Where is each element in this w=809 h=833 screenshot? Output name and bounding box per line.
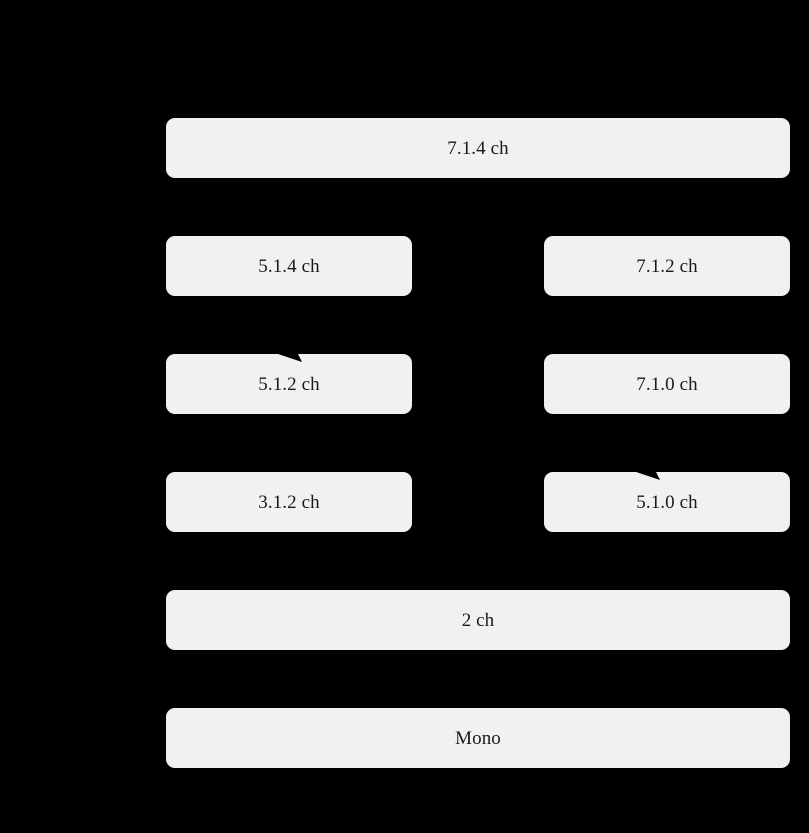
node-5-1-2-ch[interactable]: 5.1.2 ch <box>166 354 412 414</box>
node-label: 2 ch <box>461 609 495 631</box>
node-label: 5.1.4 ch <box>258 255 320 277</box>
node-label: 5.1.2 ch <box>258 373 320 395</box>
node-7-1-0-ch[interactable]: 7.1.0 ch <box>544 354 790 414</box>
node-label: 7.1.0 ch <box>636 373 698 395</box>
node-5-1-4-ch[interactable]: 5.1.4 ch <box>166 236 412 296</box>
node-mono[interactable]: Mono <box>166 708 790 768</box>
node-label: 7.1.4 ch <box>447 137 509 159</box>
node-label: 7.1.2 ch <box>636 255 698 277</box>
node-7-1-2-ch[interactable]: 7.1.2 ch <box>544 236 790 296</box>
node-7-1-4-ch[interactable]: 7.1.4 ch <box>166 118 790 178</box>
node-label: 3.1.2 ch <box>258 491 320 513</box>
node-label: Mono <box>455 727 501 749</box>
node-2-ch[interactable]: 2 ch <box>166 590 790 650</box>
node-label: 5.1.0 ch <box>636 491 698 513</box>
node-3-1-2-ch[interactable]: 3.1.2 ch <box>166 472 412 532</box>
node-5-1-0-ch[interactable]: 5.1.0 ch <box>544 472 790 532</box>
